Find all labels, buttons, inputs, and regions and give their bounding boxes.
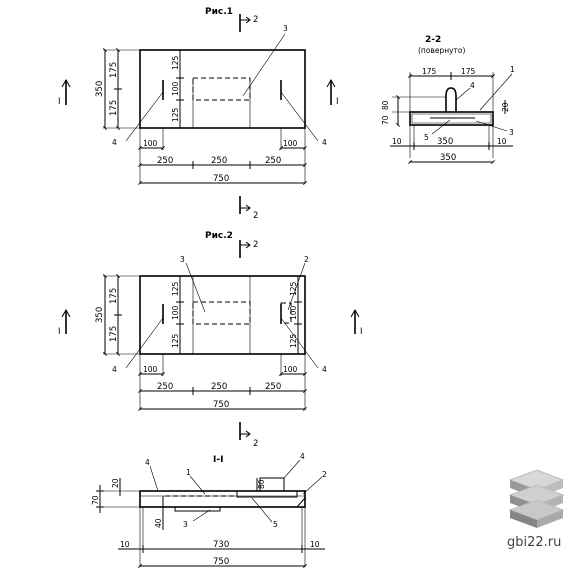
fig1-section-bottom-label: 2 [253, 211, 258, 221]
fig1-slab-outline [139, 49, 306, 129]
sec11-dim-750: 750 [213, 557, 229, 567]
sec11-bottom-plate [174, 506, 221, 512]
fig2-dim-175-top: 175 [109, 288, 119, 304]
sec22-dim-350: 350 [440, 153, 456, 163]
sec11-callout-4-left: 4 [145, 458, 150, 467]
sec11-dim-20: 20 [111, 478, 120, 488]
sec22-subtitle: (повернуто) [418, 46, 466, 55]
fig2-dim-r125-top: 125 [289, 281, 298, 296]
sec11-slab [139, 490, 306, 508]
fig1-dim-125-bot: 125 [171, 107, 180, 122]
fig2-dim-750: 750 [213, 400, 229, 410]
fig1-section-left-label: I [58, 97, 61, 107]
fig1-dim-250-b: 250 [211, 156, 227, 166]
fig2-callout-3: 3 [180, 255, 185, 264]
fig1-dim-750: 750 [213, 174, 229, 184]
fig2-dim-r125-bot: 125 [289, 333, 298, 348]
sec22-slab [409, 111, 494, 126]
sec11-callout-2: 2 [322, 470, 327, 479]
fig1-dashed-opening [192, 77, 251, 101]
watermark-logo [508, 469, 565, 528]
sec11-dim-70: 70 [91, 495, 100, 505]
fig2-dashed-opening [192, 301, 251, 325]
fig2: Рис.2 2 350 175 175 125 100 125 125 100 [58, 231, 363, 449]
fig2-callout-4-right: 4 [322, 365, 327, 374]
fig2-dim-r100-mid: 100 [289, 305, 298, 320]
fig2-dim-100-right: 100 [283, 365, 298, 374]
sec11-anchor [259, 477, 285, 492]
fig1-dim-175-top: 175 [109, 62, 119, 78]
watermark-text: gbi22.ru [507, 535, 562, 550]
fig1-section-top-label: 2 [253, 15, 258, 25]
fig1-dim-100-right: 100 [283, 139, 298, 148]
sec22-dim-10-right: 10 [497, 137, 507, 146]
sec22-loop [445, 87, 457, 112]
section-1-1: I-I 70 20 40 80 4 1 4 2 [91, 452, 327, 568]
sec22-dim-20: 20 [501, 102, 510, 112]
sec22-dim-350-inner: 350 [437, 137, 453, 147]
fig1-dim-175-bot: 175 [109, 100, 119, 116]
fig1-dim-100-left: 100 [143, 139, 158, 148]
sec11-title: I-I [213, 455, 223, 465]
section-2-2: 2-2 (повернуто) 175 175 70 80 20 1 4 5 3 [381, 35, 515, 164]
sec11-dim-40: 40 [154, 518, 163, 528]
sec22-dim-70: 70 [381, 115, 390, 125]
fig1-dim-350: 350 [95, 81, 105, 97]
fig2-dim-100-mid: 100 [171, 305, 180, 320]
fig1-dim-250-a: 250 [157, 156, 173, 166]
fig2-dim-250-c: 250 [265, 382, 281, 392]
fig1-callout-4-right: 4 [322, 138, 327, 147]
fig1-callout-3: 3 [283, 24, 288, 33]
fig1-dim-125-top: 125 [171, 55, 180, 70]
fig1-dim-250-c: 250 [265, 156, 281, 166]
fig1-title: Рис.1 [205, 7, 233, 17]
fig2-slab-outline [139, 275, 306, 355]
fig2-callout-2: 2 [304, 255, 309, 264]
fig2-dim-125-bot: 125 [171, 333, 180, 348]
sec11-callout-3: 3 [183, 520, 188, 529]
fig2-dim-250-a: 250 [157, 382, 173, 392]
sec11-callout-4-right: 4 [300, 452, 305, 461]
sec11-callout-5: 5 [273, 520, 278, 529]
sec11-callout-1: 1 [186, 468, 191, 477]
fig2-dim-125-top: 125 [171, 281, 180, 296]
fig1-callout-4-left: 4 [112, 138, 117, 147]
fig2-dim-175-bot: 175 [109, 326, 119, 342]
sec22-callout-3: 3 [509, 128, 514, 137]
fig2-section-bottom-label: 2 [253, 439, 258, 449]
sec22-dim-80: 80 [381, 100, 390, 110]
fig2-dim-250-b: 250 [211, 382, 227, 392]
sec22-callout-5: 5 [424, 133, 429, 142]
sec11-dim-80: 80 [257, 479, 266, 489]
fig2-dim-350: 350 [95, 307, 105, 323]
sec11-dim-10-left: 10 [120, 540, 130, 549]
sec22-dim-10-left: 10 [392, 137, 402, 146]
sec11-dim-10-right: 10 [310, 540, 320, 549]
sec22-dim-175-right: 175 [461, 67, 476, 76]
sec22-title: 2-2 [425, 35, 441, 45]
fig1-section-right-label: I [336, 97, 339, 107]
fig2-section-left-label: I [58, 327, 61, 337]
fig2-section-top-label: 2 [253, 240, 258, 250]
fig2-dim-100-left: 100 [143, 365, 158, 374]
fig1-dim-100-mid: 100 [171, 81, 180, 96]
fig2-title: Рис.2 [205, 231, 233, 241]
fig1: Рис.1 2 350 175 175 125 100 125 I [58, 7, 339, 221]
fig2-callout-4-left: 4 [112, 365, 117, 374]
fig2-section-right-label: I [360, 327, 363, 337]
sec11-dim-730: 730 [213, 540, 229, 550]
sec22-dim-175-left: 175 [422, 67, 437, 76]
sec22-callout-4: 4 [470, 81, 475, 90]
sec22-callout-1: 1 [510, 65, 515, 74]
